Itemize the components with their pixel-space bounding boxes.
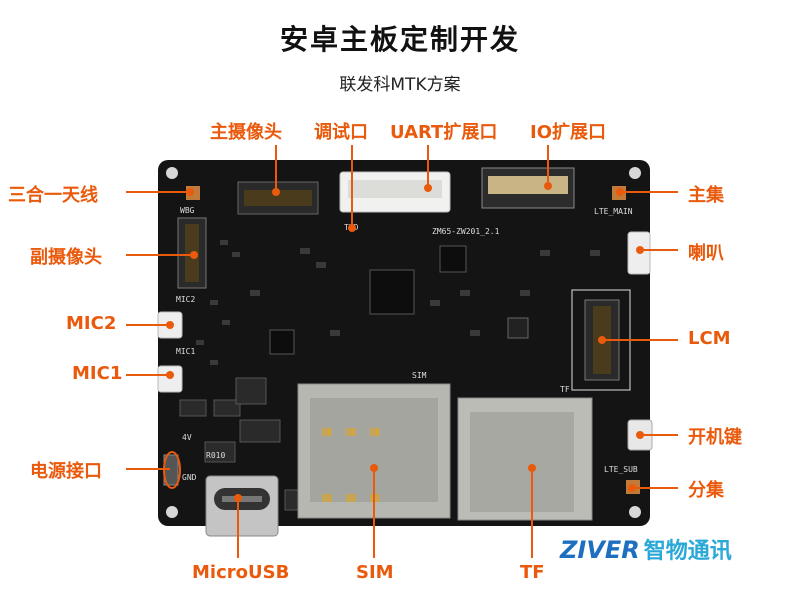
label-io-port: IO扩展口 [530,122,606,143]
label-mic2: MIC2 [66,313,117,334]
silk-gnd: GND [182,473,197,482]
tf-slot [457,397,593,521]
silk-model: ZM65-ZW201_2.1 [432,227,500,236]
brand-name: 智物通讯 [643,539,732,564]
label-diversity: 分集 [688,480,724,501]
label-antenna: 三合一天线 [8,185,98,206]
page-title: 安卓主板定制开发 [279,23,520,56]
microusb-connector [205,475,279,537]
main-chip [369,269,415,315]
label-power-key: 开机键 [688,427,742,448]
label-debug-port: 调试口 [314,122,368,143]
silk-mic2: MIC2 [176,295,195,304]
label-power-port: 电源接口 [30,461,102,482]
label-lcm: LCM [688,328,731,349]
silk-4v: 4V [182,433,192,442]
label-speaker: 喇叭 [688,243,724,264]
silk-r010: R010 [206,451,225,460]
silk-lte-sub: LTE_SUB [604,465,638,474]
debug-port-connector [339,171,451,213]
io-port-connector [481,167,575,209]
silk-mic1: MIC1 [176,347,195,356]
silk-lte-main: LTE_MAIN [594,207,633,216]
power-port-marker [163,451,181,489]
label-sim: SIM [356,562,394,583]
label-tf: TF [520,562,545,583]
label-sub-camera: 副摄像头 [30,247,102,268]
silk-wbg: WBG [180,206,195,215]
label-main-set: 主集 [688,185,724,206]
label-mic1: MIC1 [72,363,123,384]
label-microusb: MicroUSB [192,562,290,583]
page-subtitle: 联发科MTK方案 [339,75,461,95]
silk-tf: TF [560,385,570,394]
main-camera-connector [237,181,319,215]
label-main-camera: 主摄像头 [210,122,282,143]
label-uart-port: UART扩展口 [390,122,498,143]
silk-sim: SIM [412,371,427,380]
sub-camera-connector [177,217,207,289]
brand-logo-text: ZIVER [560,536,640,564]
